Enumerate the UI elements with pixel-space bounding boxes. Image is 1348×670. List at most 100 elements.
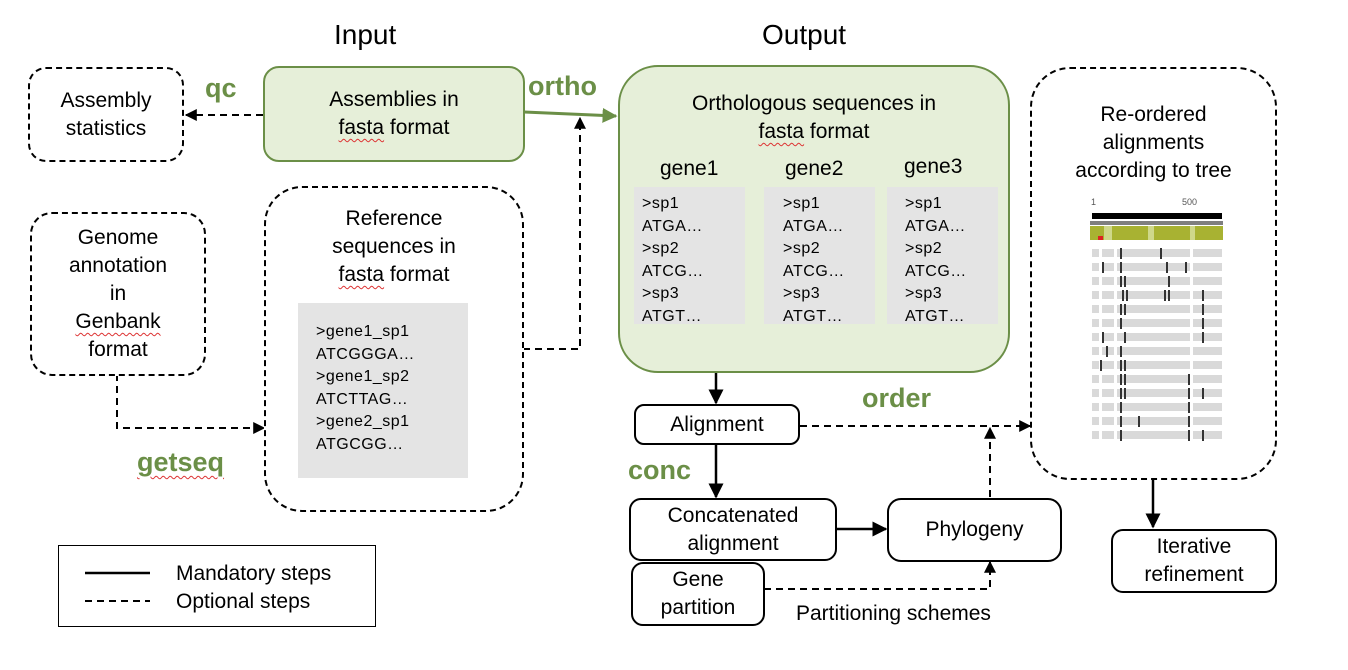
alignment-variant-tick xyxy=(1120,360,1122,371)
alignment-row xyxy=(1092,375,1222,383)
iterative-refinement-box: Iterative refinement xyxy=(1111,529,1277,593)
phylogeny-box: Phylogeny xyxy=(887,498,1062,562)
alignment-row-gap xyxy=(1190,333,1193,341)
alignment-variant-tick xyxy=(1138,416,1140,427)
assembly-statistics-box: Assembly statistics xyxy=(28,67,184,162)
alignment-row-gap xyxy=(1099,305,1102,313)
alignment-end-label: 500 xyxy=(1182,197,1198,207)
alignment-variant-tick xyxy=(1124,388,1126,399)
assemblies-box: Assemblies in fasta format xyxy=(263,66,525,162)
alignment-row xyxy=(1092,333,1222,341)
gene2-seq-line: ATGA… xyxy=(783,217,844,235)
alignment-row-gap xyxy=(1190,249,1193,257)
alignment-variant-tick xyxy=(1120,402,1122,413)
alignment-row xyxy=(1092,431,1222,439)
concatenated-line-2: alignment xyxy=(687,531,779,555)
alignment-row-gap xyxy=(1190,361,1193,369)
alignment-row-gap xyxy=(1099,403,1102,411)
genome-annotation-line-4: Genbank xyxy=(75,310,161,333)
alignment-row-gap xyxy=(1114,291,1117,299)
alignment-variant-tick xyxy=(1202,332,1204,343)
alignment-row-gap xyxy=(1190,403,1193,411)
alignment-row xyxy=(1092,291,1222,299)
alignment-row-gap xyxy=(1099,249,1102,257)
getseq-arrow xyxy=(116,374,266,434)
alignment-variant-tick xyxy=(1124,360,1126,371)
alignment-variant-tick xyxy=(1202,388,1204,399)
alignment-row-gap xyxy=(1114,305,1117,313)
gene2-seq-line: ATGT… xyxy=(783,307,843,325)
alignment-row-gap xyxy=(1099,333,1102,341)
alignment-row-gap xyxy=(1099,417,1102,425)
alignment-conservation-mark xyxy=(1098,236,1103,240)
reference-fasta-word: fasta xyxy=(338,263,385,286)
reference-title-line-3: fasta format xyxy=(264,261,524,289)
qc-command-label: qc xyxy=(205,73,237,103)
alignment-thumbnail: 1 500 xyxy=(1090,197,1225,457)
gene1-seq-line: >sp1 xyxy=(642,195,680,212)
alignment-variant-tick xyxy=(1120,276,1122,287)
alignment-variant-tick xyxy=(1164,290,1166,301)
alignment-row-gap xyxy=(1099,389,1102,397)
alignment-row xyxy=(1092,361,1222,369)
ortho-arrow xyxy=(523,107,618,123)
partitioning-schemes-label: Partitioning schemes xyxy=(796,602,991,625)
alignment-row-gap xyxy=(1114,389,1117,397)
assemblies-fasta-word: fasta xyxy=(338,116,385,139)
alignment-variant-tick xyxy=(1124,276,1126,287)
alignment-row-gap xyxy=(1099,347,1102,355)
genome-annotation-line-5: format xyxy=(88,338,148,361)
alignment-row-gap xyxy=(1190,417,1193,425)
genome-annotation-line-1: Genome xyxy=(77,226,159,249)
alignment-variant-tick xyxy=(1202,318,1204,329)
alignment-row xyxy=(1092,277,1222,285)
alignment-conservation-bar xyxy=(1090,226,1223,240)
gene1-seq-line: >sp3 xyxy=(642,285,680,302)
assembly-statistics-line-1: Assembly xyxy=(60,88,152,112)
alignment-row xyxy=(1092,417,1222,425)
alignment-variant-tick xyxy=(1188,388,1190,399)
reordered-title-line-2: alignments xyxy=(1102,131,1205,154)
reference-seq-line: >gene1_sp1 xyxy=(316,323,410,340)
gene-partition-box: Gene partition xyxy=(631,562,765,626)
alignment-row-gap xyxy=(1099,431,1102,439)
alignment-variant-tick xyxy=(1168,290,1170,301)
alignment-row-gap xyxy=(1114,333,1117,341)
reference-to-ortho-arrow xyxy=(523,116,586,350)
alignment-variant-tick xyxy=(1168,276,1170,287)
orthologous-format-word: format xyxy=(804,120,870,143)
gene3-seq-line: ATGT… xyxy=(905,307,965,325)
iterative-line-1: Iterative xyxy=(1156,535,1232,558)
alignment-variant-tick xyxy=(1188,416,1190,427)
alignment-variant-tick xyxy=(1188,430,1190,441)
alignment-variant-tick xyxy=(1120,430,1122,441)
alignment-row xyxy=(1092,249,1222,257)
gene1-seq-line: ATCG… xyxy=(642,262,704,280)
alignment-row-gap xyxy=(1099,375,1102,383)
legend-box xyxy=(58,545,376,627)
alignment-row-gap xyxy=(1099,263,1102,271)
alignment-row xyxy=(1092,403,1222,411)
reference-format-word: format xyxy=(384,263,450,286)
alignment-row-gap xyxy=(1190,375,1193,383)
getseq-command-label: getseq xyxy=(137,447,225,477)
alignment-row xyxy=(1092,347,1222,355)
alignment-variant-tick xyxy=(1202,304,1204,315)
alignment-variant-tick xyxy=(1202,290,1204,301)
alignment-variant-tick xyxy=(1188,402,1190,413)
reordered-title: Re-ordered alignments according to tree xyxy=(1030,101,1277,185)
alignment-conservation-light xyxy=(1148,226,1154,240)
alignment-row xyxy=(1092,305,1222,313)
alignment-variant-tick xyxy=(1185,262,1187,273)
alignment-row-gap xyxy=(1114,277,1117,285)
reference-title-line-2: sequences in xyxy=(332,235,456,258)
assemblies-line-2: fasta format xyxy=(339,114,450,142)
alignment-ruler-bar xyxy=(1092,213,1222,219)
gene1-seq-line: ATGT… xyxy=(642,307,702,325)
genome-annotation-box: Genome annotation in Genbank format xyxy=(30,212,206,376)
alignment-row-gap xyxy=(1099,291,1102,299)
alignment-row-gap xyxy=(1114,263,1117,271)
orthologous-title: Orthologous sequences in fasta format xyxy=(618,90,1010,146)
alignment-variant-tick xyxy=(1120,416,1122,427)
gene-partition-line-2: partition xyxy=(660,596,736,619)
